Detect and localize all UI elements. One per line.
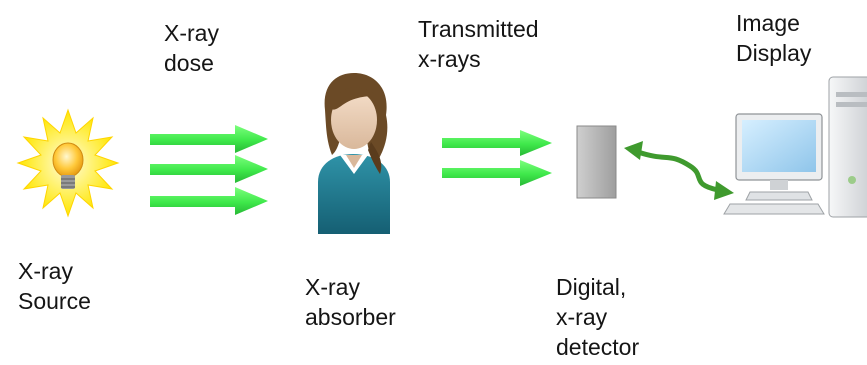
person-icon bbox=[318, 73, 390, 234]
detector-label: Digital, x-ray detector bbox=[556, 272, 639, 362]
desktop-computer-icon bbox=[723, 76, 867, 218]
transmitted-label-line-2: x-rays bbox=[418, 46, 481, 72]
source-label-line-2: Source bbox=[18, 288, 91, 314]
source-label-line-1: X-ray bbox=[18, 258, 73, 284]
display-label-line-2: Display bbox=[736, 40, 812, 66]
dose-arrow-3 bbox=[150, 187, 268, 215]
xray-dose-arrows bbox=[150, 125, 268, 215]
wavy-two-way-arrow bbox=[624, 141, 734, 200]
transmitted-arrow-1 bbox=[442, 130, 552, 156]
display-label: Image Display bbox=[736, 8, 811, 68]
transmitted-arrow-2 bbox=[442, 160, 552, 186]
dose-arrow-1 bbox=[150, 125, 268, 153]
transmitted-xray-arrows bbox=[442, 130, 552, 186]
dose-label: X-ray dose bbox=[164, 18, 219, 78]
display-label-line-1: Image bbox=[736, 10, 800, 36]
source-label: X-ray Source bbox=[18, 256, 91, 316]
dose-label-line-1: X-ray bbox=[164, 20, 219, 46]
dose-label-line-2: dose bbox=[164, 50, 214, 76]
detector-panel-icon bbox=[576, 125, 617, 199]
absorber-label-line-1: X-ray bbox=[305, 274, 360, 300]
detector-label-line-1: Digital, bbox=[556, 274, 627, 300]
absorber-label: X-ray absorber bbox=[305, 272, 396, 332]
transmitted-label-line-1: Transmitted bbox=[418, 16, 539, 42]
transmitted-label: Transmitted x-rays bbox=[418, 14, 539, 74]
detector-label-line-2: x-ray bbox=[556, 304, 608, 330]
glowing-lightbulb-icon bbox=[16, 108, 120, 218]
detector-label-line-3: detector bbox=[556, 334, 640, 360]
absorber-label-line-2: absorber bbox=[305, 304, 396, 330]
dose-arrow-2 bbox=[150, 155, 268, 183]
